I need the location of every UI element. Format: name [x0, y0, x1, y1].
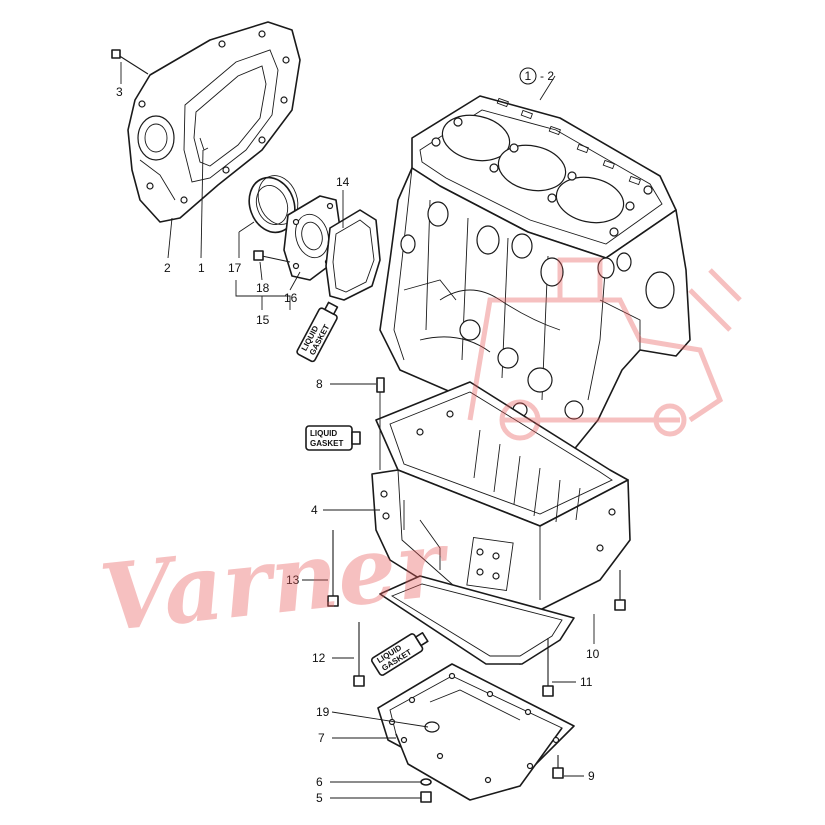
callout-19: 19 [316, 705, 330, 719]
watermark-logo [467, 257, 742, 441]
bolt-3 [111, 49, 149, 75]
callout-5: 5 [316, 791, 323, 805]
callout-9: 9 [588, 769, 595, 783]
drain-plug [420, 778, 432, 803]
callout-3: 3 [116, 85, 123, 99]
bolt-9 [552, 755, 564, 779]
bolt-10 [614, 570, 626, 611]
callout-10: 10 [586, 647, 600, 661]
callout-1: 1 [198, 261, 205, 275]
bolt-12 [353, 622, 365, 687]
housing-gasket [325, 209, 381, 301]
liquid-gasket-tube-3: LIQUID GASKET [370, 632, 429, 676]
callout-17: 17 [228, 261, 242, 275]
lower-oil-pan [377, 663, 575, 801]
liquid-gasket-label-line2: GASKET [310, 439, 343, 448]
oil-seal [248, 175, 299, 234]
callout-18: 18 [256, 281, 270, 295]
liquid-gasket-tube-2: LIQUID GASKET [305, 425, 361, 451]
callout-4: 4 [311, 503, 318, 517]
callout-7: 7 [318, 731, 325, 745]
upper-oil-pan [371, 381, 631, 665]
callout-11: 11 [580, 675, 593, 689]
leader-lines [120, 62, 595, 799]
callout-14: 14 [336, 175, 350, 189]
bolt-13 [327, 530, 339, 607]
callout-block-suffix: - 2 [540, 69, 554, 83]
callout-6: 6 [316, 775, 323, 789]
liquid-gasket-label-line1: LIQUID [310, 429, 337, 438]
callout-13: 13 [286, 573, 300, 587]
dowel-pin-8 [376, 377, 385, 470]
callouts: 3 2 1 17 18 16 15 14 1 - 2 8 4 13 12 10 … [116, 67, 600, 805]
watermark-text: Varner [95, 508, 456, 652]
callout-8: 8 [316, 377, 323, 391]
liquid-gasket-tube-1: LIQUID GASKET [296, 301, 339, 363]
bolt-11 [542, 638, 554, 697]
cylinder-block [379, 95, 691, 453]
oil-pan-gasket [379, 575, 575, 665]
callout-2: 2 [164, 261, 171, 275]
gear-case [127, 21, 301, 223]
bolt-18 [253, 250, 291, 263]
callout-circle [519, 67, 537, 85]
callout-16: 16 [284, 291, 298, 305]
callout-15: 15 [256, 313, 270, 327]
callout-block-circled: 1 [525, 69, 532, 83]
callout-12: 12 [312, 651, 326, 665]
